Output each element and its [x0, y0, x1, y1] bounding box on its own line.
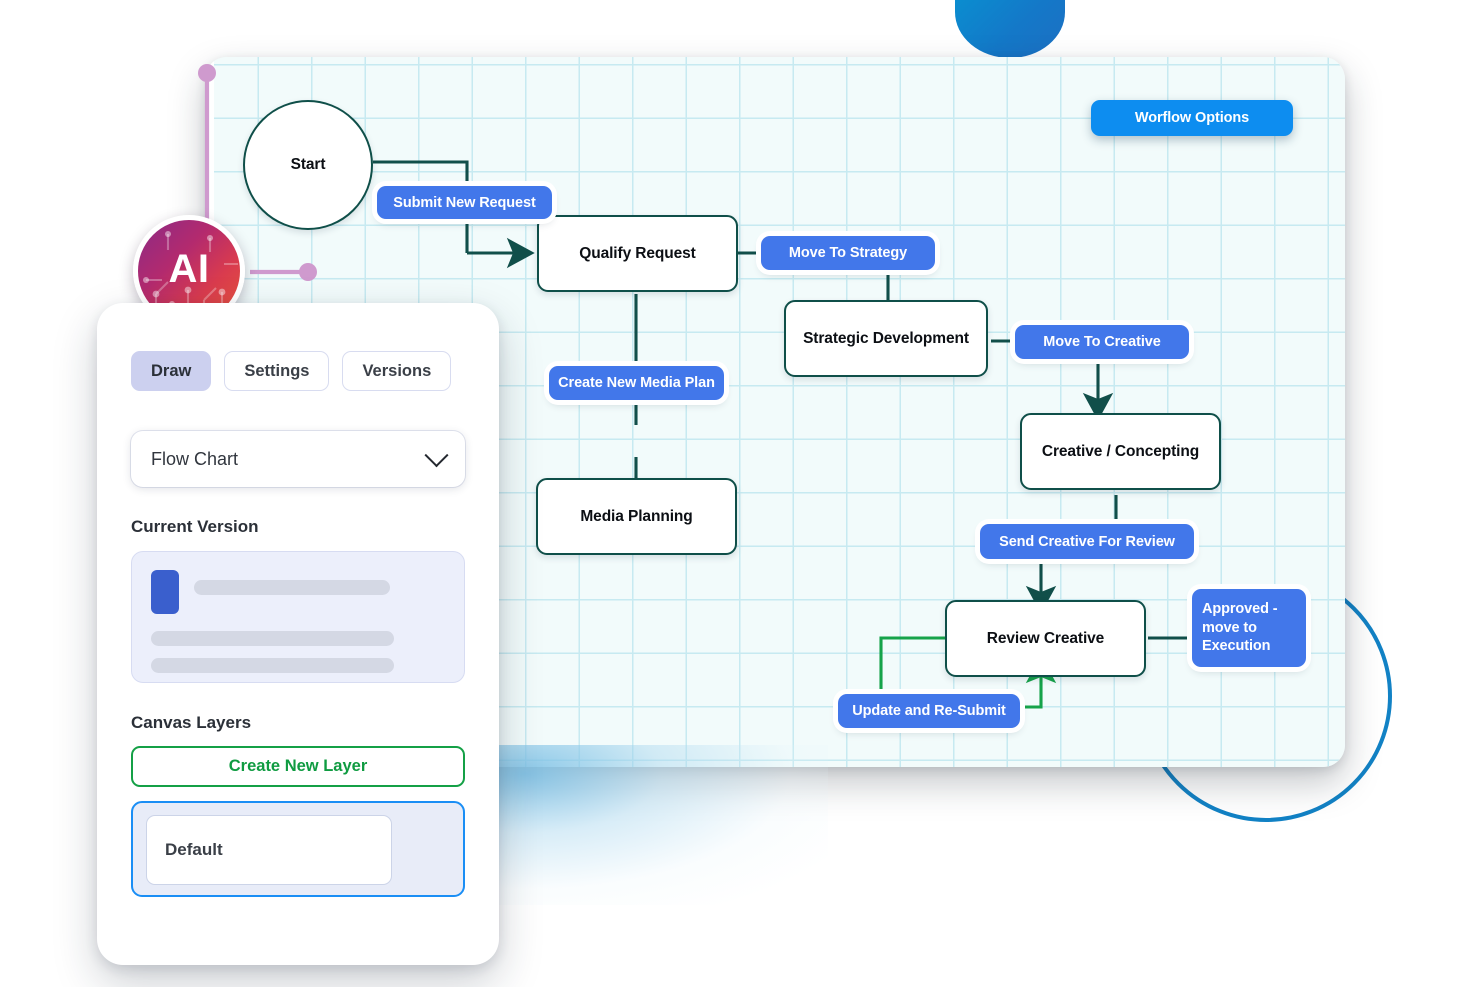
version-placeholder-bar: [151, 658, 394, 673]
pill-label: Move To Creative: [1043, 334, 1161, 350]
chevron-down-icon: [424, 442, 449, 467]
tab-label: Versions: [362, 361, 432, 380]
flow-node-media-planning[interactable]: Media Planning: [536, 478, 737, 555]
pill-move-to-strategy[interactable]: Move To Strategy: [761, 236, 935, 270]
tool-panel: Draw Settings Versions Flow Chart Curren…: [97, 303, 499, 965]
flow-node-label: Review Creative: [986, 629, 1105, 647]
flow-node-label: Start: [290, 156, 326, 173]
flow-node-start[interactable]: Start: [243, 100, 373, 230]
version-color-swatch: [151, 570, 179, 614]
pill-label: Approved - move to Execution: [1202, 601, 1278, 655]
version-placeholder-bar: [151, 631, 394, 646]
pill-label: Move To Strategy: [788, 245, 908, 261]
tab-draw[interactable]: Draw: [131, 351, 212, 391]
tab-label: Settings: [244, 361, 310, 380]
layer-item-default[interactable]: Default: [131, 801, 465, 897]
version-preview-row: [151, 570, 445, 614]
decorative-blob-top: [955, 0, 1065, 58]
pill-submit-new-request[interactable]: Submit New Request: [377, 186, 552, 219]
flow-node-qualify-request[interactable]: Qualify Request: [537, 215, 738, 292]
decorative-glow: [498, 745, 828, 905]
tab-settings[interactable]: Settings: [224, 351, 330, 391]
pill-label: Create New Media Plan: [558, 375, 715, 391]
flow-node-label: Creative / Concepting: [1041, 442, 1200, 460]
flow-node-label: Strategic Development: [803, 329, 969, 347]
version-placeholder-bar: [194, 580, 390, 595]
current-version-preview[interactable]: [131, 551, 465, 683]
tab-versions[interactable]: Versions: [342, 351, 452, 391]
flow-node-label: Media Planning: [580, 507, 693, 525]
tab-label: Draw: [151, 361, 192, 380]
diagram-type-value: Flow Chart: [151, 448, 239, 469]
layer-name-field[interactable]: Default: [146, 815, 392, 885]
pill-approved-move-to-execution[interactable]: Approved - move to Execution: [1192, 589, 1306, 667]
layer-name: Default: [165, 840, 223, 859]
flow-node-creative-concepting[interactable]: Creative / Concepting: [1020, 413, 1221, 490]
pill-label: Submit New Request: [393, 194, 536, 211]
pill-label: Update and Re-Submit: [852, 703, 1006, 719]
diagram-type-select[interactable]: Flow Chart: [131, 431, 465, 487]
current-version-heading: Current Version: [131, 517, 259, 536]
panel-tab-row: Draw Settings Versions: [131, 351, 465, 391]
create-new-layer-button[interactable]: Create New Layer: [131, 746, 465, 787]
pill-update-and-resubmit[interactable]: Update and Re-Submit: [838, 694, 1020, 728]
pill-label: Send Creative For Review: [999, 533, 1175, 550]
canvas-layers-heading: Canvas Layers: [131, 713, 252, 732]
pill-send-creative-for-review[interactable]: Send Creative For Review: [980, 524, 1194, 559]
workflow-options-button[interactable]: Worflow Options: [1091, 100, 1293, 136]
flow-node-label: Qualify Request: [579, 244, 696, 262]
flow-node-review-creative[interactable]: Review Creative: [945, 600, 1146, 677]
pill-create-new-media-plan[interactable]: Create New Media Plan: [549, 366, 724, 400]
flow-node-strategic-development[interactable]: Strategic Development: [784, 300, 988, 377]
workflow-options-label: Worflow Options: [1134, 110, 1250, 126]
pill-move-to-creative[interactable]: Move To Creative: [1015, 325, 1189, 359]
create-layer-label: Create New Layer: [228, 757, 368, 775]
